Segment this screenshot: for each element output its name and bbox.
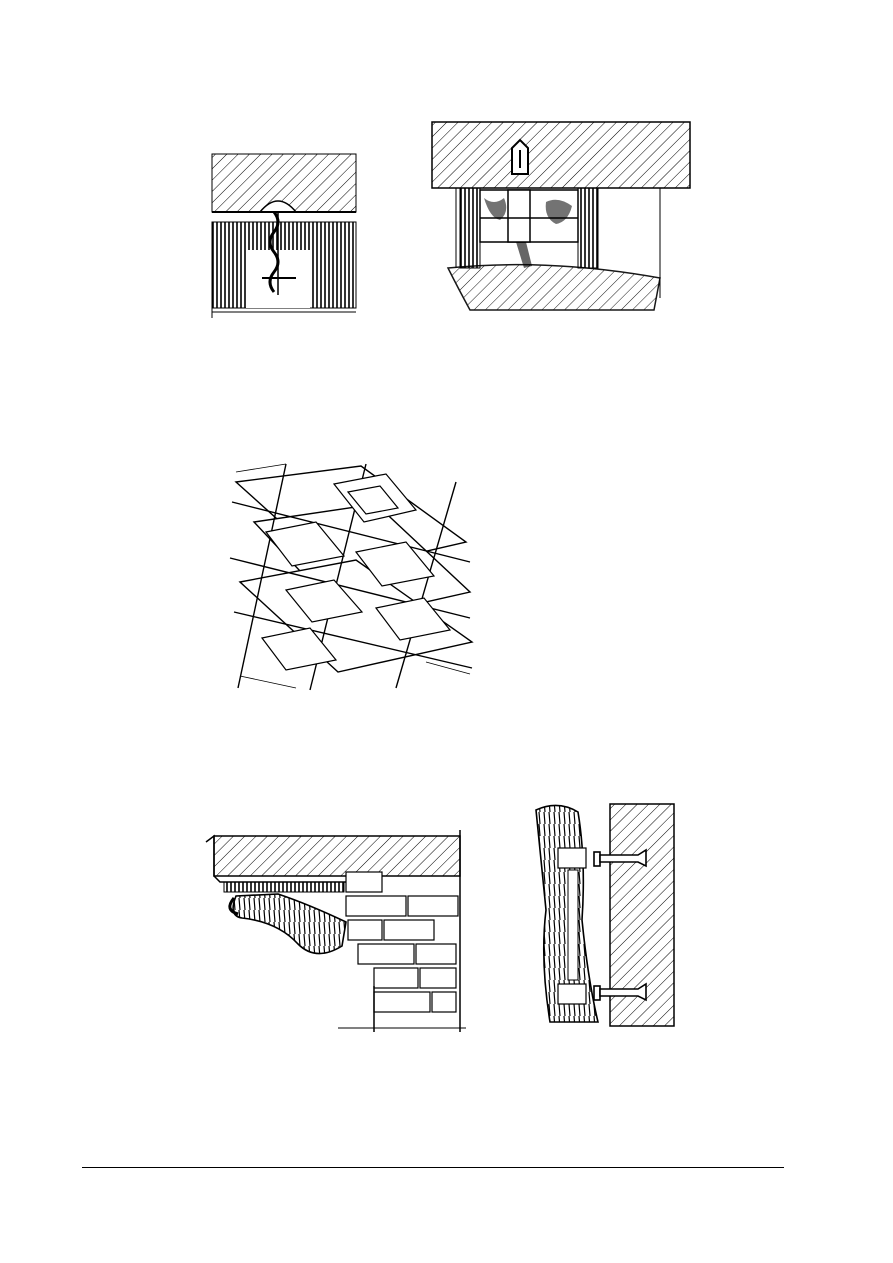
wall-plug-fixing-drawing (528, 800, 682, 1036)
cornice-bracket-drawing (198, 826, 466, 1036)
coffered-ceiling-drawing (226, 462, 476, 694)
footer-divider-line (82, 1167, 784, 1168)
ceiling-rose-section-drawing (208, 150, 360, 370)
joist-bracing-section-drawing (428, 118, 696, 378)
